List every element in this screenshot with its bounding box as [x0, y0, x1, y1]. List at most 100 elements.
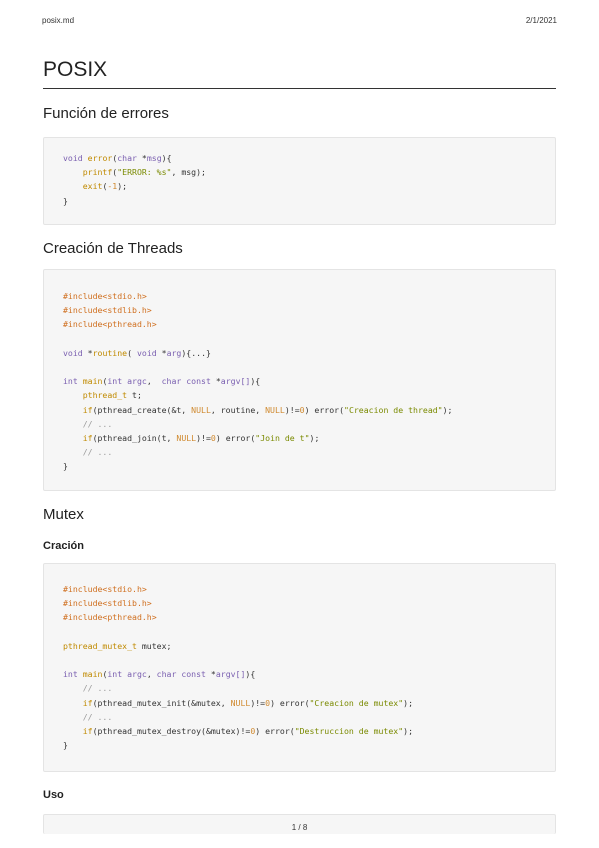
code-token: ){: [161, 153, 172, 163]
subheading-creacion: Cración: [43, 540, 84, 552]
code-token: if: [82, 697, 93, 708]
code-token: mutex;: [141, 640, 172, 651]
code-token: pthread_mutex_t: [63, 640, 142, 651]
code-token: main: [82, 376, 103, 387]
heading-mutex: Mutex: [43, 506, 84, 523]
code-line: if(pthread_join(t, NULL)!=0) error("Join…: [63, 431, 555, 445]
code-token: )!=: [250, 697, 266, 708]
header-date: 2/1/2021: [525, 16, 557, 25]
code-token: #include<pthread.h>: [63, 612, 157, 623]
code-line: [63, 653, 555, 667]
code-line: // ...: [63, 445, 555, 459]
code-token: (: [102, 181, 108, 192]
code-token: routine: [92, 347, 128, 358]
subheading-uso: Uso: [43, 789, 64, 801]
code-token: [63, 390, 83, 400]
code-line: printf("ERROR: %s", msg);: [63, 165, 555, 179]
code-token: printf: [82, 167, 113, 178]
code-token: (: [102, 376, 108, 387]
code-token: [63, 167, 83, 177]
code-block-mutex-creacion: #include<stdio.h> #include<stdlib.h> #incl…: [43, 563, 556, 772]
code-line: [63, 360, 555, 374]
code-line: }: [63, 738, 555, 752]
code-token: (pthread_mutex_destroy(&mutex)!=: [92, 725, 251, 736]
code-block-threads: #include<stdio.h> #include<stdlib.h> #incl…: [43, 269, 556, 491]
code-token: if: [82, 725, 93, 736]
code-token: 0: [210, 432, 216, 443]
code-token: 0: [250, 725, 256, 736]
code-token: // ...: [63, 418, 113, 429]
code-line: [63, 332, 555, 346]
code-token: #include<stdio.h>: [63, 584, 147, 594]
page-title: POSIX: [43, 58, 108, 81]
code-token: if: [82, 404, 93, 415]
code-line: if(pthread_mutex_destroy(&mutex)!=0) err…: [63, 724, 555, 738]
code-token: "ERROR: %s": [117, 167, 172, 178]
code-token: argv[]: [215, 669, 246, 680]
code-token: int: [63, 669, 83, 680]
code-token: , msg);: [171, 167, 206, 178]
code-token: arg: [166, 347, 182, 358]
code-token: main: [82, 669, 103, 680]
code-line: void *routine( void *arg){...}: [63, 346, 555, 360]
code-line: #include<pthread.h>: [63, 610, 555, 624]
code-token: #include<stdlib.h>: [63, 598, 152, 609]
code-token: *: [141, 153, 147, 163]
code-token: pthread_t: [82, 390, 133, 401]
code-line: }: [63, 459, 555, 473]
code-line: int main(int argc, char const *argv[]){: [63, 374, 555, 388]
code-token: int: [107, 376, 128, 387]
code-line: int main(int argc, char const *argv[]){: [63, 667, 555, 681]
code-token: [63, 181, 83, 191]
code-token: ,: [146, 669, 157, 680]
code-token: *: [210, 669, 216, 680]
code-token: (pthread_join(t,: [92, 432, 177, 443]
heading-creacion-threads: Creación de Threads: [43, 240, 183, 257]
code-token: *: [161, 347, 167, 358]
title-divider: [43, 88, 556, 89]
code-token: "Creacion de mutex": [309, 697, 404, 708]
code-token: #include<stdio.h>: [63, 291, 147, 301]
code-token: NULL: [176, 432, 197, 443]
code-token: error: [87, 153, 113, 163]
code-token: "Join de t": [255, 432, 310, 443]
code-token: ,: [146, 376, 162, 387]
code-token: ) error(: [255, 725, 295, 736]
code-lines: void error(char *msg){ printf("ERROR: %s…: [63, 151, 555, 208]
code-token: );: [442, 404, 453, 415]
code-line: if(pthread_mutex_init(&mutex, NULL)!=0) …: [63, 696, 555, 710]
code-line: #include<stdlib.h>: [63, 303, 555, 317]
code-token: t;: [132, 390, 142, 401]
code-token: exit: [82, 181, 103, 192]
code-token: ) error(: [215, 432, 256, 443]
code-token: (: [112, 153, 118, 163]
code-line: pthread_t t;: [63, 388, 555, 402]
code-line: #include<stdio.h>: [63, 289, 555, 303]
code-token: , routine,: [210, 404, 266, 415]
code-token: char: [117, 153, 142, 163]
code-line: [63, 625, 555, 639]
code-token: [63, 433, 83, 443]
code-line: #include<stdio.h>: [63, 582, 555, 596]
code-token: NULL: [265, 404, 285, 415]
code-token: if: [82, 432, 93, 443]
code-line: #include<pthread.h>: [63, 317, 555, 331]
code-line: if(pthread_create(&t, NULL, routine, NUL…: [63, 403, 555, 417]
code-lines: #include<stdio.h> #include<stdlib.h> #incl…: [63, 289, 555, 473]
code-line: exit(-1);: [63, 179, 555, 193]
code-token: }: [63, 461, 68, 472]
code-token: ) error(: [304, 404, 345, 415]
code-token: (: [112, 167, 118, 178]
code-token: (: [102, 669, 108, 680]
heading-funcion-errores: Función de errores: [43, 105, 169, 122]
code-token: )!=: [196, 432, 211, 443]
code-line: // ...: [63, 417, 555, 431]
code-token: msg: [146, 153, 162, 163]
code-token: argc: [127, 376, 147, 387]
code-token: ) error(: [270, 697, 310, 708]
code-token: #include<pthread.h>: [63, 319, 157, 330]
code-token: "Creacion de thread": [344, 404, 443, 415]
code-token: #include<stdlib.h>: [63, 305, 152, 316]
page-number: 1 / 8: [291, 823, 308, 832]
code-line: // ...: [63, 681, 555, 695]
